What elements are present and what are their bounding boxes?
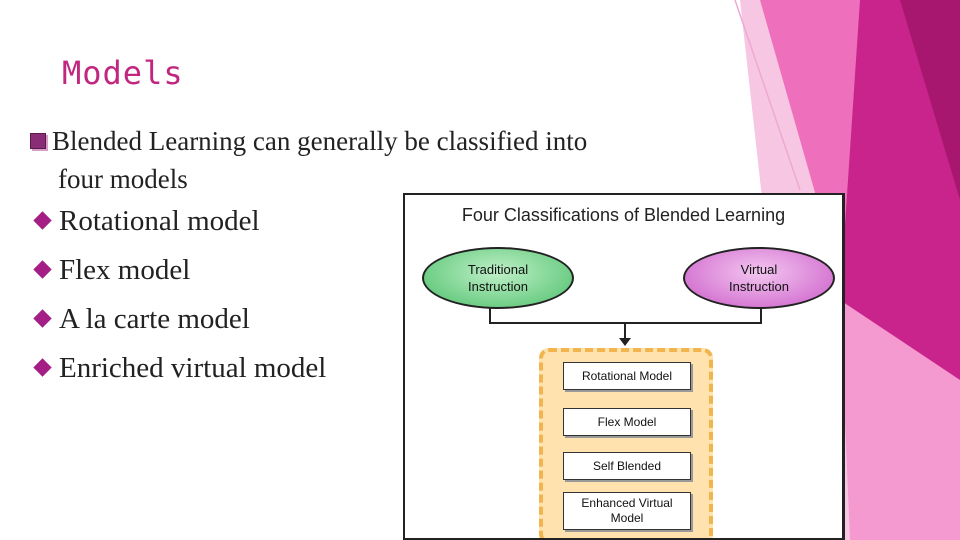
bullet-item: A la carte model — [33, 303, 250, 336]
bullet-item: Enriched virtual model — [33, 352, 327, 385]
arrow-down-icon — [619, 338, 631, 346]
slide-title: Models — [62, 54, 184, 92]
decor-pale-facet — [840, 300, 960, 540]
diamond-bullet-icon — [33, 260, 52, 279]
model-box-rotational: Rotational Model — [563, 362, 691, 390]
figure-title: Four Classifications of Blended Learning — [461, 205, 786, 225]
bullet-item: Flex model — [33, 254, 191, 287]
checkbox-bullet-icon — [30, 133, 46, 149]
decor-thin-line — [734, 0, 801, 191]
bullet-label: Flex model — [59, 254, 191, 286]
connector-line — [489, 305, 762, 324]
model-label: Self Blended — [592, 458, 662, 473]
diamond-bullet-icon — [33, 309, 52, 328]
models-container: Rotational Model Flex Model Self Blended… — [539, 348, 713, 538]
diamond-bullet-icon — [33, 358, 52, 377]
model-box-flex: Flex Model — [563, 408, 691, 436]
diamond-bullet-icon — [33, 211, 52, 230]
node-label-line-2: Instruction — [729, 279, 789, 294]
intro-text: Blended Learning can generally be classi… — [30, 122, 720, 198]
model-label-line-1: Enhanced Virtual — [581, 496, 673, 510]
intro-line-2: four models — [58, 164, 188, 194]
model-label: Rotational Model — [581, 368, 673, 383]
intro-line-1: Blended Learning can generally be classi… — [52, 126, 588, 156]
model-label: Flex Model — [597, 414, 657, 429]
bullet-label: Enriched virtual model — [59, 352, 327, 384]
classification-figure: Four Classifications of Blended Learning… — [403, 193, 845, 540]
bullet-label: A la carte model — [59, 303, 250, 335]
bullet-item: Rotational model — [33, 205, 260, 238]
node-label-line-2: Instruction — [468, 279, 528, 294]
node-label-line-1: Virtual — [740, 262, 778, 277]
figure-connectors — [489, 305, 762, 346]
node-label-line-1: Traditional — [467, 262, 529, 277]
model-box-self-blended: Self Blended — [563, 452, 691, 480]
bullet-label: Rotational model — [59, 205, 260, 237]
model-label-line-2: Model — [610, 511, 644, 525]
decor-dark-facet — [900, 0, 960, 200]
